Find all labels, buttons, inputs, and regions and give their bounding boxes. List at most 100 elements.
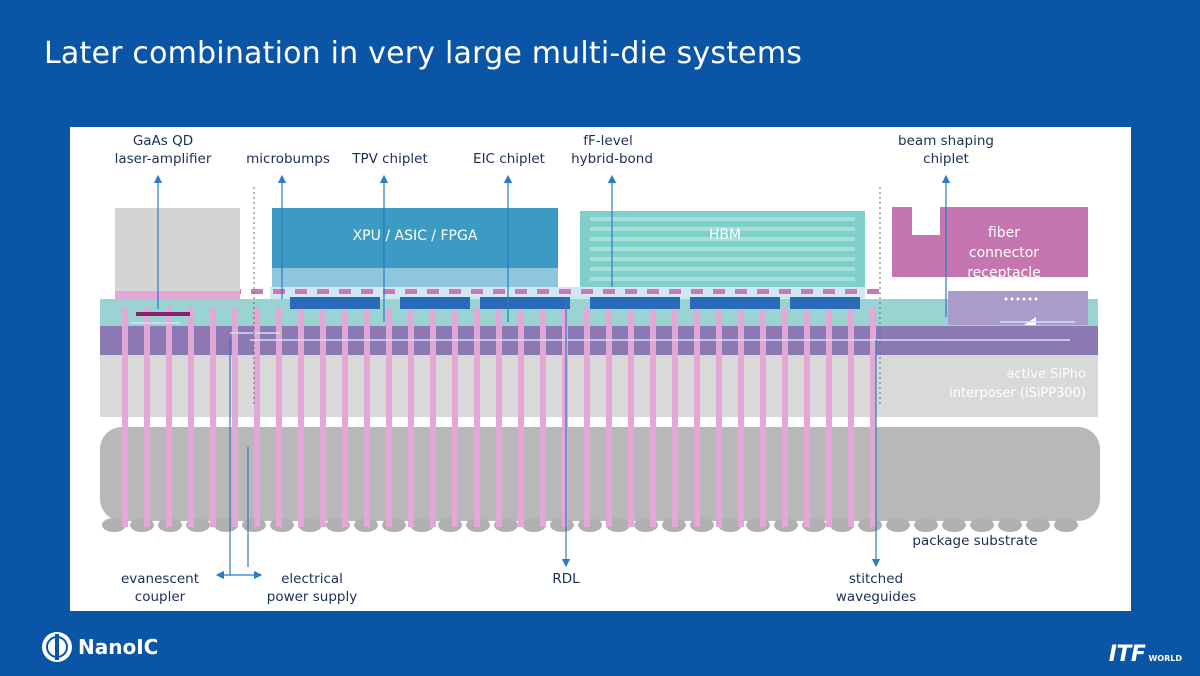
microbump: [273, 289, 285, 294]
bond-pad: [480, 297, 570, 309]
via: [694, 307, 700, 527]
via: [804, 307, 810, 527]
lens-dots: [1004, 297, 1038, 301]
diagram-panel: XPU / ASIC / FPGA HBM fiber connector re…: [70, 127, 1131, 611]
fiber-label-3: receptacle: [967, 265, 1041, 281]
label-rdl: RDL: [552, 571, 580, 587]
solder-ball: [718, 518, 742, 532]
via: [672, 307, 678, 527]
via: [364, 307, 370, 527]
label-eic-chiplet: EIC chiplet: [473, 151, 545, 167]
microbump: [251, 289, 263, 294]
solder-balls: [102, 518, 1078, 532]
solder-ball: [1026, 518, 1050, 532]
fiber-label-2: connector: [969, 245, 1039, 261]
solder-ball: [382, 518, 406, 532]
fiber-label-1: fiber: [988, 225, 1020, 241]
label-evanescent-1: evanescent: [121, 571, 199, 587]
via: [144, 307, 150, 527]
itf-logo-subtext: WORLD: [1148, 654, 1182, 663]
via: [166, 307, 172, 527]
hbm-layer: [590, 237, 855, 241]
via: [342, 307, 348, 527]
microbump: [669, 289, 681, 294]
label-beam-shaping-1: beam shaping: [898, 133, 994, 149]
interposer-label-2: interposer (iSiPP300): [949, 386, 1086, 401]
via: [276, 307, 282, 527]
microbump: [603, 289, 615, 294]
hbm-layer: [590, 227, 855, 231]
via: [320, 307, 326, 527]
solder-ball: [410, 518, 434, 532]
microbump: [867, 289, 879, 294]
label-microbumps: microbumps: [246, 151, 330, 167]
interposer-label-1: active SiPho: [1006, 367, 1086, 382]
label-ff-level-1: fF-level: [583, 133, 633, 149]
microbump: [691, 289, 703, 294]
via: [562, 307, 568, 527]
solder-ball: [130, 518, 154, 532]
bond-pad: [290, 297, 380, 309]
hbm-layer: [590, 267, 855, 271]
hbm-layer: [590, 247, 855, 251]
via: [606, 307, 612, 527]
via: [232, 307, 238, 527]
via: [210, 307, 216, 527]
slide-title: Later combination in very large multi-di…: [44, 36, 803, 71]
xpu-chip: XPU / ASIC / FPGA: [272, 208, 558, 287]
bond-pads: [290, 297, 860, 309]
label-gaas-qd-1: GaAs QD: [133, 133, 193, 149]
microbump: [647, 289, 659, 294]
via: [760, 307, 766, 527]
hbm-layer: [590, 277, 855, 281]
via: [430, 307, 436, 527]
hbm-layers: [590, 217, 855, 281]
via: [716, 307, 722, 527]
label-electrical-2: power supply: [267, 589, 358, 605]
microbump: [559, 289, 571, 294]
itf-world-logo: ITF WORLD: [1109, 642, 1182, 667]
microbump: [845, 289, 857, 294]
via: [848, 307, 854, 527]
solder-ball: [970, 518, 994, 532]
via: [584, 307, 590, 527]
package-substrate: [100, 427, 1100, 532]
via: [122, 307, 128, 527]
microbump: [405, 289, 417, 294]
microbump: [361, 289, 373, 294]
interposer-body: [100, 355, 1098, 417]
through-vias: [119, 289, 879, 527]
bond-pad: [690, 297, 780, 309]
globe-icon: [42, 632, 72, 662]
mirror-icon: [1024, 317, 1036, 325]
label-gaas-qd-2: laser-amplifier: [115, 151, 212, 167]
via: [518, 307, 524, 527]
microbump: [757, 289, 769, 294]
label-evanescent-2: coupler: [135, 589, 186, 605]
solder-ball: [998, 518, 1022, 532]
via: [452, 307, 458, 527]
microbump: [625, 289, 637, 294]
callout-arrows-top: [153, 174, 951, 322]
laser-amplifier-block: [115, 208, 240, 316]
via: [650, 307, 656, 527]
beam-shaping-chiplet: [948, 291, 1088, 325]
bond-pad: [590, 297, 680, 309]
via: [826, 307, 832, 527]
solder-ball: [886, 518, 910, 532]
microbump: [449, 289, 461, 294]
microbump: [779, 289, 791, 294]
hbm-layer: [590, 257, 855, 261]
solder-ball: [102, 518, 126, 532]
solder-ball: [438, 518, 462, 532]
xpu-label: XPU / ASIC / FPGA: [353, 228, 478, 244]
via: [298, 307, 304, 527]
bond-pad: [400, 297, 470, 309]
via: [782, 307, 788, 527]
separators: [253, 187, 881, 405]
hbm-label: HBM: [709, 227, 741, 243]
hbm-stack: HBM: [580, 211, 865, 287]
label-beam-shaping-2: chiplet: [923, 151, 969, 167]
microbump: [339, 289, 351, 294]
waveguides: [130, 321, 1075, 341]
